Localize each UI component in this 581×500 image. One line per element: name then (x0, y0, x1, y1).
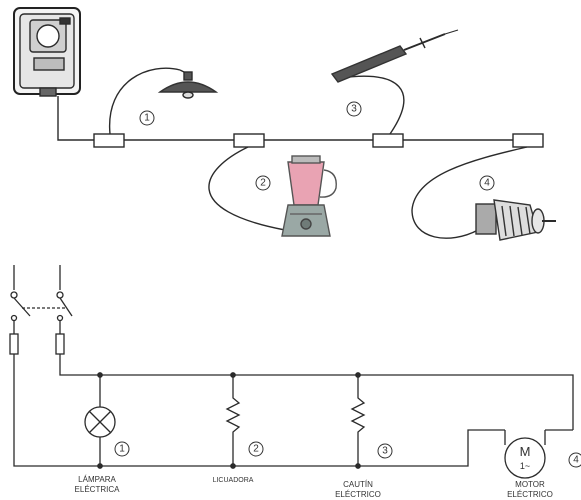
motor-symbol-letter: M (520, 444, 531, 459)
marker-2: 2 (255, 175, 271, 191)
electric-meter-icon (13, 7, 81, 97)
schematic-markers: 1 2 3 4 (114, 441, 581, 468)
fuse-icon (9, 320, 65, 355)
motor-label-line2: ELÉCTRICO (507, 490, 553, 499)
supply-terminals (10, 265, 64, 299)
schematic-marker-4: 4 (568, 452, 581, 468)
lamp-label-line2: ELÉCTRICA (75, 485, 121, 494)
iron-label-line2: ELÉCTRICO (335, 490, 381, 499)
svg-text:1: 1 (119, 444, 125, 455)
iron-label-line1: CAUTÍN (343, 480, 373, 489)
motor-symbol-phase: 1~ (520, 461, 530, 471)
schematic-marker-3: 3 (377, 443, 393, 459)
socket-2 (233, 133, 265, 148)
lamp-label-line1: LÁMPARA (78, 475, 116, 484)
pictorial-markers: 1 2 3 4 (139, 101, 495, 191)
double-pole-switch-icon (10, 297, 73, 322)
lower-rail (13, 354, 505, 467)
blender-icon (281, 155, 337, 237)
schematic-diagram (9, 265, 574, 479)
schematic-marker-1: 1 (114, 441, 130, 457)
electric-motor-icon (475, 199, 556, 241)
blender-label: LICUADORA (213, 477, 254, 484)
svg-text:4: 4 (484, 178, 490, 189)
iron-resistor-icon (350, 375, 366, 466)
blender-resistor-icon (225, 375, 241, 466)
pictorial-diagram (13, 7, 556, 241)
upper-rail (59, 354, 574, 430)
socket-4 (512, 133, 544, 148)
svg-text:1: 1 (144, 113, 150, 124)
iron-cable (339, 75, 405, 135)
svg-text:3: 3 (351, 104, 357, 115)
lamp-cable (109, 67, 181, 135)
lamp-symbol-icon (84, 406, 116, 438)
motor-symbol-icon (504, 430, 546, 479)
svg-text:4: 4 (573, 455, 579, 466)
svg-text:2: 2 (260, 178, 266, 189)
motor-cable (411, 146, 528, 239)
marker-1: 1 (139, 110, 155, 126)
marker-3: 3 (346, 101, 362, 117)
svg-text:3: 3 (382, 446, 388, 457)
motor-label-line1: MOTOR (515, 480, 545, 489)
blender-cable (208, 146, 286, 231)
marker-4: 4 (479, 175, 495, 191)
socket-3 (372, 133, 404, 148)
svg-text:2: 2 (253, 444, 259, 455)
socket-1 (93, 133, 125, 148)
hanging-lamp-icon (157, 69, 219, 99)
schematic-marker-2: 2 (248, 441, 264, 457)
soldering-iron-icon (330, 29, 459, 83)
supply-line (57, 96, 100, 141)
